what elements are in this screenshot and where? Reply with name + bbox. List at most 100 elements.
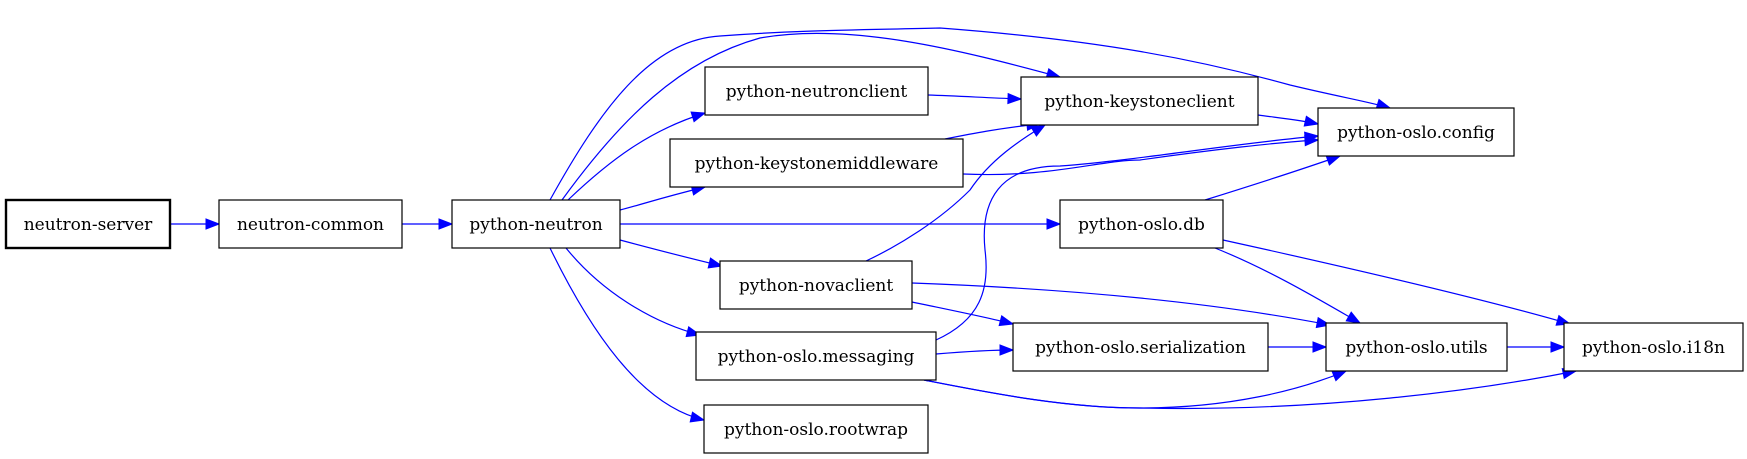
edge-python-oslo-db-to-python-oslo-utils (1214, 247, 1362, 324)
edge-line (911, 282, 1331, 326)
node-python-oslo-messaging[interactable]: python-oslo.messaging (695, 331, 937, 381)
arrowhead-icon (205, 218, 221, 230)
edge-python-novaclient-to-python-oslo-utils (911, 282, 1332, 329)
edge-python-novaclient-to-python-oslo-serialization (911, 301, 1015, 327)
node-python-neutronclient[interactable]: python-neutronclient (704, 66, 929, 116)
node-label: python-oslo.utils (1345, 338, 1487, 358)
node-label: python-novaclient (739, 276, 894, 296)
node-box (704, 66, 929, 116)
edge-line (1214, 247, 1361, 324)
node-python-keystoneclient[interactable]: python-keystoneclient (1020, 76, 1259, 126)
arrowhead-icon (998, 315, 1015, 327)
node-box (218, 199, 403, 249)
arrowhead-icon (689, 411, 706, 423)
edge-line (565, 247, 701, 336)
node-python-oslo-serialization[interactable]: python-oslo.serialization (1012, 322, 1269, 372)
edge-python-oslo-messaging-to-python-oslo-i18n (923, 368, 1578, 410)
arrowhead-icon (1325, 155, 1342, 166)
arrowhead-icon (1304, 131, 1320, 143)
edge-python-oslo-db-to-python-oslo-i18n (1222, 239, 1572, 326)
edge-line (1222, 239, 1571, 325)
edge-python-oslo-messaging-to-python-oslo-config (935, 131, 1320, 341)
edge-python-keystoneclient-to-python-oslo-config (1257, 114, 1320, 127)
arrowhead-icon (1312, 341, 1328, 353)
arrowhead-icon (438, 218, 454, 230)
node-box (1020, 76, 1259, 126)
edge-line (911, 301, 1014, 325)
edge-python-oslo-db-to-python-oslo-config (1204, 155, 1342, 201)
node-python-oslo-db[interactable]: python-oslo.db (1059, 199, 1224, 249)
node-label: python-keystonemiddleware (695, 154, 939, 174)
node-box (703, 404, 929, 454)
edge-line (567, 112, 706, 201)
arrowhead-icon (999, 344, 1015, 356)
edges-layer (170, 27, 1578, 423)
node-python-neutron[interactable]: python-neutron (451, 199, 621, 249)
edge-python-neutron-to-python-oslo-db (620, 218, 1062, 230)
arrowhead-icon (1046, 218, 1062, 230)
edge-line (962, 139, 1319, 176)
node-python-novaclient[interactable]: python-novaclient (719, 260, 913, 310)
edge-neutron-server-to-neutron-common (170, 218, 221, 230)
node-box (1563, 322, 1744, 372)
edge-python-oslo-messaging-to-python-oslo-serialization (935, 344, 1015, 356)
node-python-keystonemiddleware[interactable]: python-keystonemiddleware (669, 138, 964, 188)
node-label: python-neutronclient (726, 82, 908, 102)
edge-python-neutron-to-python-oslo-rootwrap (549, 247, 706, 423)
edge-python-oslo-messaging-to-python-oslo-utils (923, 370, 1348, 409)
node-label: neutron-server (24, 215, 153, 235)
edge-line (619, 239, 723, 267)
arrowhead-icon (1030, 124, 1047, 137)
arrowhead-icon (1550, 341, 1566, 353)
node-label: python-oslo.rootwrap (724, 420, 908, 440)
node-box (1059, 199, 1224, 249)
node-box (669, 138, 964, 188)
edge-line (865, 124, 1046, 262)
node-box (719, 260, 913, 310)
edge-python-neutron-to-python-neutronclient (567, 111, 707, 201)
arrowhead-icon (1345, 311, 1362, 324)
node-label: python-keystoneclient (1044, 92, 1234, 112)
arrowhead-icon (1331, 370, 1348, 382)
edge-line (935, 135, 1319, 341)
nodes-layer: neutron-server neutron-common python-neutr… (4, 66, 1744, 454)
node-label: python-oslo.i18n (1582, 338, 1725, 358)
node-python-oslo-utils[interactable]: python-oslo.utils (1325, 322, 1508, 372)
arrowhead-icon (1303, 115, 1320, 127)
edge-python-neutron-to-python-keystonemiddleware (619, 184, 707, 211)
node-box (4, 198, 172, 250)
node-label: neutron-common (237, 215, 384, 235)
node-box (1012, 322, 1269, 372)
edge-neutron-common-to-python-neutron (402, 218, 454, 230)
node-label: python-oslo.db (1078, 215, 1205, 235)
node-label: python-oslo.messaging (718, 347, 915, 367)
edge-python-neutronclient-to-python-keystoneclient (927, 92, 1023, 105)
edge-line (927, 94, 1022, 100)
node-neutron-server[interactable]: neutron-server (4, 198, 172, 250)
arrowhead-icon (690, 111, 707, 123)
edge-line (549, 27, 1391, 201)
node-box (451, 199, 621, 249)
node-label: python-neutron (469, 215, 602, 235)
edge-python-neutron-to-python-oslo-messaging (565, 247, 702, 338)
edge-python-novaclient-to-python-keystoneclient (865, 124, 1047, 262)
edge-python-neutron-to-python-novaclient (619, 239, 724, 269)
node-box (1317, 107, 1515, 157)
node-neutron-common[interactable]: neutron-common (218, 199, 403, 249)
edge-python-oslo-serialization-to-python-oslo-utils (1268, 341, 1328, 353)
edge-line (923, 370, 1577, 410)
edge-line (561, 32, 1061, 201)
edge-line (1204, 155, 1341, 201)
node-python-oslo-i18n[interactable]: python-oslo.i18n (1563, 322, 1744, 372)
edge-line (923, 370, 1347, 409)
node-label: python-oslo.config (1337, 123, 1495, 143)
node-python-oslo-config[interactable]: python-oslo.config (1317, 107, 1515, 157)
node-box (1325, 322, 1508, 372)
arrowhead-icon (707, 257, 724, 269)
edge-line (549, 247, 705, 421)
edge-python-oslo-utils-to-python-oslo-i18n (1507, 341, 1566, 353)
node-python-oslo-rootwrap[interactable]: python-oslo.rootwrap (703, 404, 929, 454)
node-label: python-oslo.serialization (1035, 338, 1246, 358)
node-box (695, 331, 937, 381)
